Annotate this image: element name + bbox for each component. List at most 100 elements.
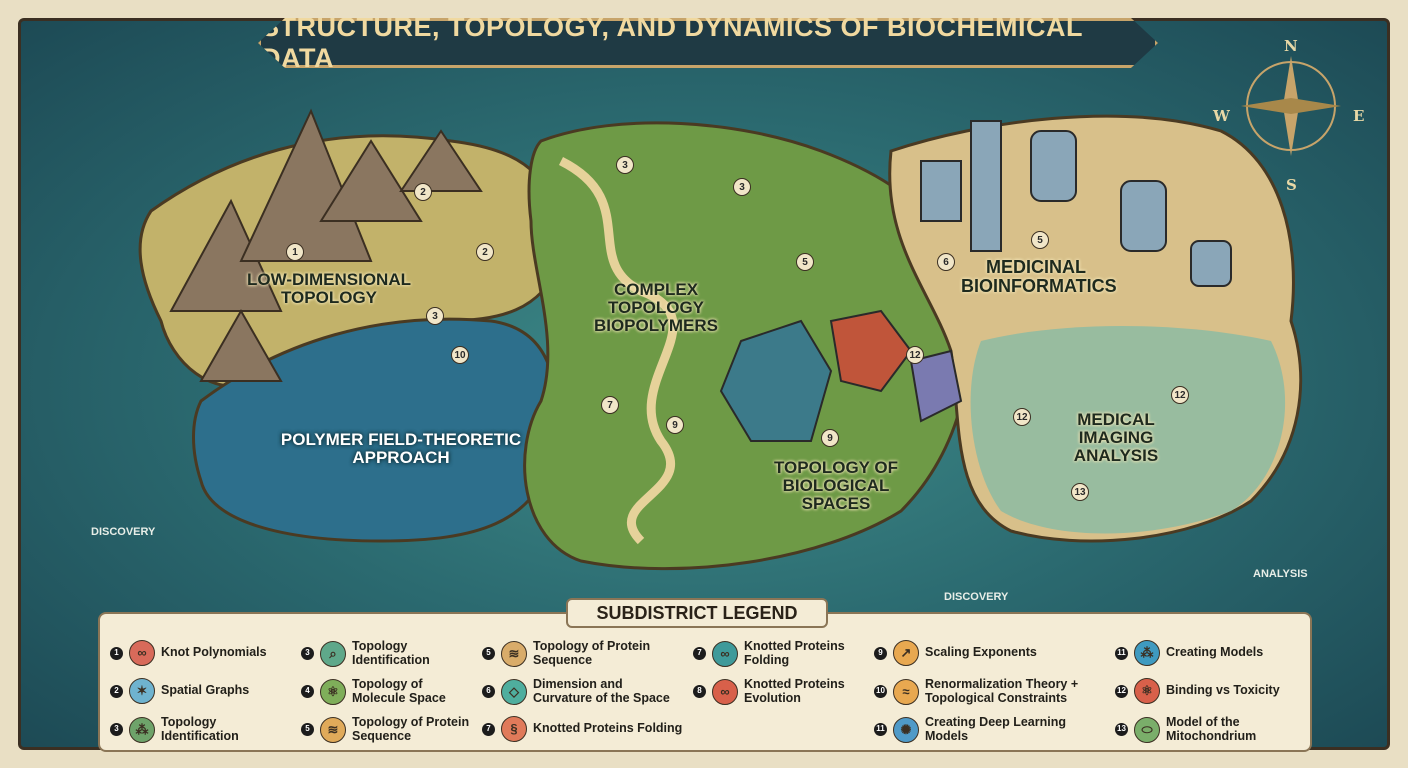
marker: 3 — [616, 156, 634, 174]
legend-number: 4 — [301, 685, 314, 699]
ship-label-discovery-middle: DISCOVERY — [944, 591, 1009, 603]
legend-label: Knotted Proteins Evolution — [744, 677, 845, 705]
legend-label: Topology of Molecule Space — [352, 677, 446, 705]
marker: 10 — [451, 346, 469, 364]
marker: 12 — [1013, 408, 1031, 426]
marker: 3 — [733, 178, 751, 196]
protein-icon: § — [501, 716, 527, 742]
marker: 2 — [414, 183, 432, 201]
ship-label-discovery-left: DISCOVERY — [91, 526, 156, 538]
legend-label: Model of the Mitochondrium — [1166, 715, 1257, 743]
legend-label: Topology Identification — [352, 639, 430, 667]
region-biological-spaces: TOPOLOGY OF BIOLOGICAL SPACES — [773, 458, 899, 513]
legend-item: 11 ⁂ Creating Models — [1115, 640, 1306, 666]
legend-label: Dimension and Curvature of the Space — [533, 677, 670, 705]
legend-number: 5 — [482, 647, 495, 661]
legend-item: 7 § Knotted Proteins Folding — [482, 716, 683, 742]
magnifier-icon: ⌕ — [320, 640, 346, 667]
legend-item: 6 ◇Dimension and Curvature of the Space — [482, 677, 683, 706]
region-medical-imaging: MEDICAL IMAGING ANALYSIS — [1073, 410, 1159, 465]
network-icon: ⁂ — [129, 716, 155, 743]
legend-item: 9↗Scaling Exponents — [874, 640, 1105, 666]
compass-north: N — [1284, 37, 1298, 55]
imaging-plain — [970, 326, 1286, 534]
page-title: STRUCTURE, TOPOLOGY, AND DYNAMICS OF BIO… — [258, 18, 1158, 68]
marker: 12 — [906, 346, 924, 364]
legend-number: 8 — [693, 685, 706, 699]
bio-space-polyhedra — [719, 309, 963, 442]
marker: 7 — [601, 396, 619, 414]
legend-item: 13 ⬭Model of the Mitochondrium — [1115, 715, 1306, 744]
legend-item: 7 ∞Knotted Proteins Folding — [693, 639, 864, 668]
network-icon: ⁂ — [1134, 640, 1160, 666]
marker: 13 — [1071, 483, 1089, 501]
region-complex-topology: COMPLEX TOPOLOGY BIOPOLYMERS — [593, 280, 719, 335]
ship-label-analysis: ANALYSIS — [1253, 568, 1308, 580]
graph-icon: ✶ — [129, 678, 155, 704]
knot-icon: ∞ — [712, 678, 738, 705]
legend-item: 12 ⚛ Binding vs Toxicity — [1115, 678, 1306, 704]
islands — [138, 56, 1341, 571]
legend-number: 10 — [874, 685, 887, 699]
sea: N S W E LOW-DIMENSIONAL TOPOLOGY POLYMER… — [18, 18, 1390, 750]
legend-label: Binding vs Toxicity — [1166, 683, 1280, 698]
compass-rose — [1241, 56, 1341, 156]
legend-item: 8 ∞Knotted Proteins Evolution — [693, 677, 864, 706]
buildings — [920, 120, 1232, 287]
cube-icon: ◇ — [501, 678, 527, 705]
legend-label: Renormalization Theory + Topological Con… — [925, 677, 1079, 705]
marker: 6 — [937, 253, 955, 271]
legend-number: 3 — [301, 647, 314, 661]
legend-item: 5 ≋Topology of Protein Sequence — [482, 639, 683, 668]
legend-label: Knotted Proteins Folding — [744, 639, 845, 667]
legend-number: 11 — [874, 723, 887, 737]
region-medicinal-bioinformatics: MEDICINAL BIOINFORMATICS — [961, 257, 1117, 296]
legend-number: 1 — [110, 646, 123, 660]
sequence-icon: ≋ — [501, 640, 527, 667]
legend-item: 11✺Creating Deep Learning Models — [874, 715, 1105, 744]
legend-item: 2✶Spatial Graphs — [110, 678, 291, 704]
field-icon: ≈ — [893, 678, 919, 705]
legend-item: 3 ⌕Topology Identification — [301, 639, 472, 668]
region-low-dimensional-topology: LOW-DIMENSIONAL TOPOLOGY — [247, 270, 411, 307]
region-polymer-field: POLYMER FIELD-THEORETIC APPROACH — [280, 430, 522, 467]
marker: 9 — [666, 416, 684, 434]
legend-number: 3 — [110, 723, 123, 737]
legend-item: 1 ∞ Knot Polynomials — [110, 640, 291, 666]
compass-east: E — [1353, 107, 1365, 125]
marker: 1 — [286, 243, 304, 261]
legend-item: 4 ⚛Topology of Molecule Space — [301, 677, 472, 706]
legend-number: 6 — [482, 685, 495, 699]
legend-number: 12 — [1115, 684, 1128, 698]
legend-item: 5 ≋Topology of Protein Sequence — [301, 715, 472, 744]
knot-icon: ∞ — [129, 640, 155, 666]
legend-item: 3⁂Topology Identification — [110, 715, 291, 744]
legend-label: Scaling Exponents — [925, 645, 1037, 660]
legend-label: Creating Models — [1166, 645, 1264, 660]
compass-west: W — [1213, 107, 1230, 125]
legend-item: 10 ≈Renormalization Theory + Topological … — [874, 677, 1105, 706]
legend-number: 13 — [1115, 723, 1128, 737]
legend-number: 7 — [482, 722, 495, 736]
legend-number: 2 — [110, 684, 123, 698]
legend-number: 5 — [301, 723, 314, 737]
marker: 2 — [476, 243, 494, 261]
mitochondrion-icon: ⬭ — [1134, 716, 1160, 743]
molecule-icon: ⚛ — [320, 678, 346, 705]
legend-label: Creating Deep Learning Models — [925, 715, 1066, 743]
marker: 5 — [796, 253, 814, 271]
marker: 9 — [821, 429, 839, 447]
sequence-icon: ≋ — [320, 716, 346, 743]
legend-label: Knotted Proteins Folding — [533, 721, 683, 736]
legend-number: 7 — [693, 647, 706, 661]
knot-icon: ∞ — [712, 640, 738, 667]
molecule-icon: ⚛ — [1134, 678, 1160, 704]
marker: 5 — [1031, 231, 1049, 249]
legend-number: 11 — [1115, 646, 1128, 660]
legend-label: Topology of Protein Sequence — [352, 715, 470, 743]
legend-label: Topology of Protein Sequence — [533, 639, 651, 667]
legend-label: Knot Polynomials — [161, 645, 267, 660]
mountains — [169, 108, 483, 382]
